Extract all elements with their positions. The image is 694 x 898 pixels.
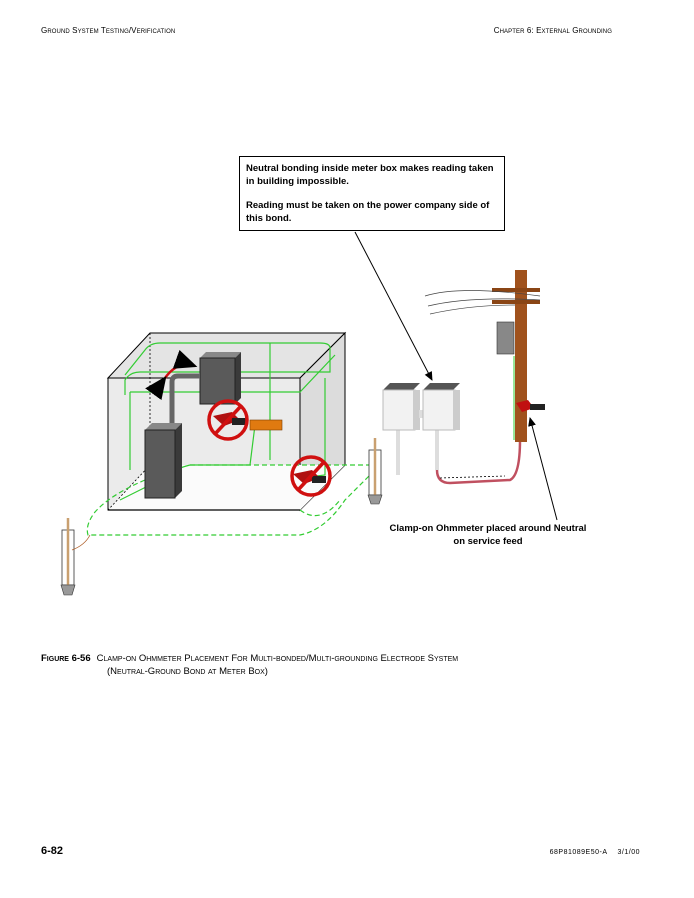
doc-number: 68P81089E50-A	[549, 849, 608, 856]
callout-arrow	[354, 231, 433, 381]
service-feed	[435, 360, 522, 485]
clamp-label: Clamp-on Ohmmeter placed around Neutral …	[378, 522, 598, 548]
callout-text-1: Neutral bonding inside meter box makes r…	[246, 163, 494, 187]
bond-arrow	[145, 349, 198, 401]
callout-text-2: Reading must be taken on the power compa…	[246, 200, 490, 224]
ground-bus-bar	[249, 419, 283, 431]
prohibited-clamp-icon	[207, 399, 249, 441]
doc-id: 68P81089E50-A 3/1/00	[550, 849, 640, 856]
clamp-label-line2: on service feed	[453, 536, 523, 547]
doc-date: 3/1/00	[617, 849, 640, 856]
callout-box: Neutral bonding inside meter box makes r…	[239, 156, 505, 231]
utility-pole	[424, 270, 545, 442]
main-disconnect	[144, 423, 182, 499]
running-header-left: Ground System Testing/Verification	[41, 26, 176, 35]
prohibited-clamp-icon	[290, 455, 332, 497]
ground-wires	[86, 342, 376, 536]
clamp-arrow	[528, 417, 558, 521]
caption-line1: Clamp-on Ohmmeter Placement For Multi-bo…	[96, 653, 459, 664]
ground-rod-icon	[60, 518, 91, 596]
ground-rod-icon	[367, 438, 383, 505]
running-header-right: Chapter 6: External Grounding	[493, 26, 612, 35]
service-panel	[199, 352, 241, 405]
meter-boxes	[382, 383, 460, 475]
page-number: 6-82	[41, 845, 64, 857]
figure-caption: Figure 6-56 Clamp-on Ohmmeter Placement F…	[41, 652, 458, 678]
caption-line2: (Neutral-Ground Bond at Meter Box)	[107, 666, 268, 677]
clamp-label-line1: Clamp-on Ohmmeter placed around Neutral	[389, 523, 587, 534]
figure-number: Figure 6-56	[41, 653, 91, 664]
